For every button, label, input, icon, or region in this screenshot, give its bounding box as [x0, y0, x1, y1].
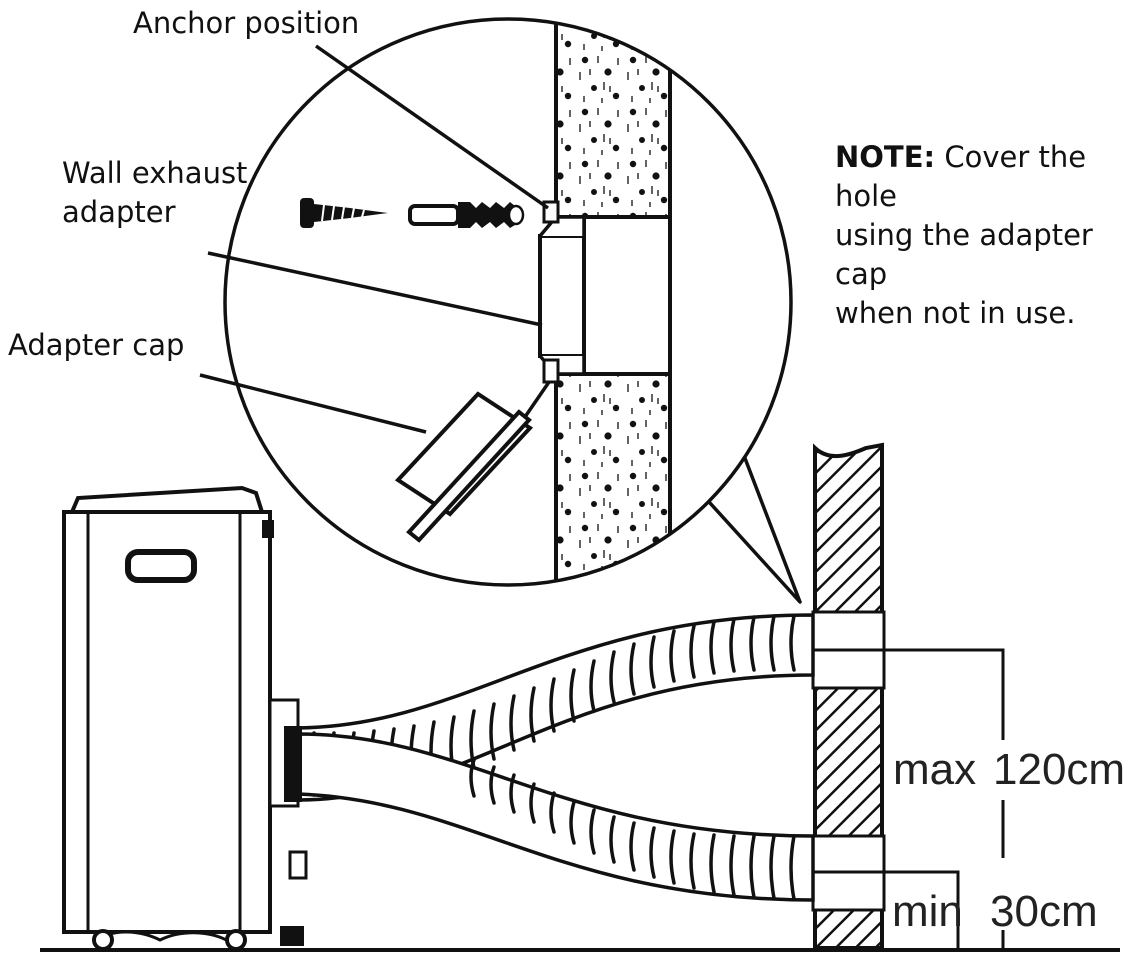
note-text-line1: Cover the hole [835, 140, 1087, 213]
air-conditioner-unit [62, 485, 308, 951]
note-text-line2: using the adapter cap [835, 218, 1093, 291]
screw-icon [300, 198, 388, 228]
min-height-value: 30cm [990, 887, 1098, 936]
wall-anchor-icon [408, 202, 525, 228]
label-wall-exhaust-line2: adapter [62, 195, 176, 229]
note-heading: NOTE: [835, 140, 936, 174]
note-text-line3: when not in use. [835, 296, 1076, 330]
unit-wheel [225, 929, 247, 951]
label-anchor-position: Anchor position [133, 6, 359, 40]
leader-lines [199, 44, 550, 434]
label-wall-exhaust-line1: Wall exhaust [62, 156, 247, 190]
wall-exhaust-adapter [538, 234, 586, 358]
unit-handle [125, 549, 197, 583]
wall-section [811, 442, 886, 950]
wall-cross-section-lower [554, 372, 672, 585]
exhaust-hose-lower [296, 732, 815, 902]
dimension-lines [884, 648, 1005, 950]
note-line-1: NOTE: Cover the hole [835, 138, 1140, 216]
label-adapter-cap: Adapter cap [8, 328, 184, 362]
hose-coupling [284, 726, 302, 802]
max-height-value: 120cm [993, 745, 1125, 794]
max-height-word: max [893, 745, 976, 794]
unit-wheel [92, 929, 114, 951]
note-block: NOTE: Cover the hole using the adapter c… [835, 138, 1140, 333]
detail-callout [223, 17, 802, 604]
adapter-cap-illustration [394, 391, 534, 543]
min-height-word: min [892, 887, 963, 936]
wall-hole [582, 215, 672, 376]
